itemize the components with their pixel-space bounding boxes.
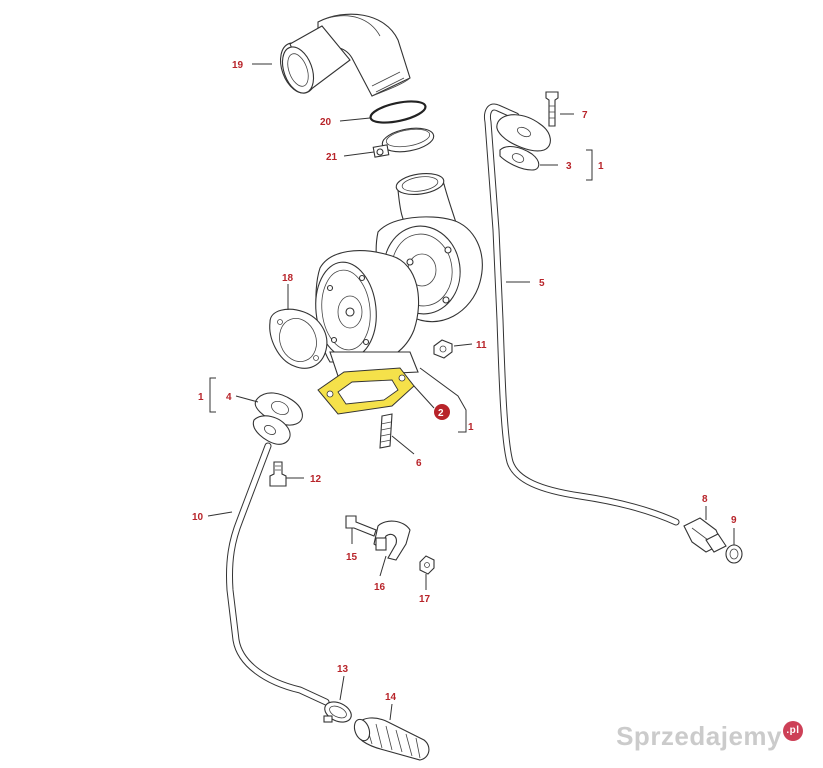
callout-2: 2 <box>438 408 444 419</box>
part-5-oil-feed-pipe <box>484 103 680 526</box>
part-16-bracket <box>373 520 411 561</box>
callout-13: 13 <box>337 664 349 675</box>
part-7-bolt <box>545 91 559 127</box>
callout-5: 5 <box>539 278 545 289</box>
callout-labels: 19 20 21 7 3 1 5 18 11 1 4 2 1 6 12 10 8… <box>192 60 737 703</box>
watermark-text: Sprzedajemy <box>616 721 782 751</box>
part-9-washer <box>725 544 743 564</box>
callout-6: 6 <box>416 458 422 469</box>
callout-17: 17 <box>419 594 431 605</box>
part-15-bolt <box>345 515 377 537</box>
callout-11: 11 <box>476 340 487 351</box>
callout-18: 18 <box>282 273 294 284</box>
callout-14: 14 <box>385 692 397 703</box>
watermark-badge: .pl <box>783 721 803 741</box>
callout-2-marker <box>434 404 450 420</box>
part-18-exhaust-gasket <box>269 308 328 369</box>
callout-3: 3 <box>566 161 572 172</box>
callout-1-right: 1 <box>598 161 604 172</box>
callout-16: 16 <box>374 582 386 593</box>
callout-10: 10 <box>192 512 204 523</box>
part-8-union-fitting <box>683 517 727 553</box>
turbine-housing <box>315 250 420 377</box>
part-11-nut <box>433 339 453 359</box>
part-20-snap-ring <box>369 100 427 124</box>
part-21-hose-clamp <box>372 127 435 158</box>
part-19-intake-elbow <box>279 13 411 97</box>
part-2-gasket-highlighted <box>317 367 415 415</box>
callout-8: 8 <box>702 494 708 505</box>
callout-4: 4 <box>226 392 232 403</box>
callout-9: 9 <box>731 515 737 526</box>
callout-20: 20 <box>320 117 332 128</box>
callout-15: 15 <box>346 552 358 563</box>
callout-19: 19 <box>232 60 244 71</box>
part-3-gasket <box>499 145 540 171</box>
part-6-stud <box>379 413 393 449</box>
leader-lines <box>207 63 735 721</box>
part-17-nut <box>419 555 435 575</box>
part-13-clamp <box>323 701 352 723</box>
part-14-hose <box>353 717 430 761</box>
callout-21: 21 <box>326 152 338 163</box>
part-10-oil-drain-pipe <box>226 415 330 706</box>
watermark: Sprzedajemy.pl <box>616 721 803 752</box>
callout-1-left: 1 <box>198 392 204 403</box>
callout-12: 12 <box>310 474 322 485</box>
callout-7: 7 <box>582 110 588 121</box>
part-12-bolt <box>269 461 287 487</box>
callout-1-center: 1 <box>468 422 474 433</box>
